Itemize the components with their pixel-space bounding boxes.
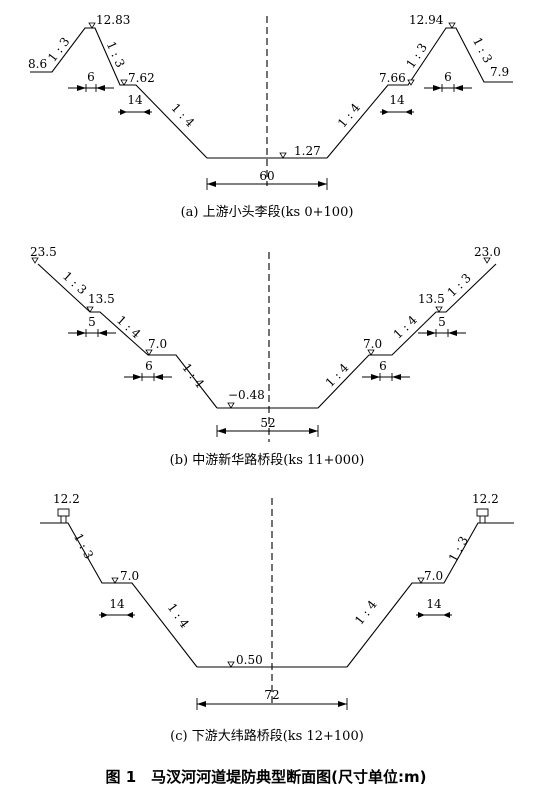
panel-b-elev-left-berm2: 13.5 (88, 292, 115, 306)
panel-a-dim-right-crest: 6 (424, 70, 472, 92)
panel-a-elev-left-crest: 12.83 (96, 13, 130, 27)
panel-c-dim-right-berm: 14 (416, 597, 452, 618)
panel-c-slope-label: 1 : 4 (165, 601, 192, 631)
panel-a-dim-left-crest: 6 (68, 70, 114, 92)
panel-b-dim-label: 6 (145, 359, 153, 373)
panel-a-marker (279, 152, 287, 159)
panel-a-elev-right-berm: 7.66 (379, 71, 406, 85)
panel-b-elev-right-berm1: 7.0 (363, 337, 382, 351)
panel-a-elev-left-berm: 7.62 (128, 71, 155, 85)
panel-b-caption: (b) 中游新华路桥段(ks 11+000) (170, 452, 365, 468)
panel-c-left-floodwall (57, 508, 70, 523)
panel-a-right-profile (326, 27, 513, 159)
panel-b-dim-bed: 52 (216, 416, 319, 437)
panel-b-elev-left-berm1: 7.0 (148, 337, 167, 351)
panel-c-dim-left-berm: 14 (99, 597, 135, 618)
panel-c-dim-label: 72 (264, 688, 279, 702)
panel-b-slope-label: 1 : 4 (179, 361, 207, 391)
panel-a-elev-left-outer: 8.6 (28, 57, 47, 71)
panel-c-marker (111, 577, 119, 584)
panel-b-marker (31, 257, 39, 264)
panel-a-elev-right-crest: 12.94 (409, 13, 444, 27)
panel-b-left-profile (37, 263, 218, 409)
panel-a-marker (120, 79, 128, 86)
panel-c-elev-bed: 0.50 (236, 653, 263, 667)
panel-a-marker (448, 22, 456, 29)
panel-a-dim-left-berm: 14 (118, 93, 152, 115)
panel-b-elev-left-outer: 23.5 (30, 245, 57, 259)
panel-b-dim-label: 6 (379, 359, 387, 373)
panel-b-dim-label: 5 (438, 315, 446, 329)
panel-c-caption: (c) 下游大纬路桥段(ks 12+100) (170, 728, 364, 744)
panel-c-elev-left-crest: 12.2 (53, 492, 80, 506)
panel-c-dim-label: 14 (426, 597, 442, 611)
panel-a-slope-label: 1 : 4 (168, 101, 197, 130)
panel-a-slope-label: 1 : 3 (104, 39, 128, 69)
panel-b-elev-right-berm2: 13.5 (418, 292, 445, 306)
panel-a-dim-label: 14 (127, 93, 143, 107)
panel-b-elev-right-outer: 23.0 (474, 245, 501, 259)
panel-a-left-profile (30, 27, 208, 159)
panel-b-slope-label: 1 : 4 (323, 360, 352, 389)
panel-a-dim-bed: 60 (206, 169, 328, 190)
panel-b-marker (435, 306, 443, 313)
panel-a-slope-label: 1 : 4 (335, 100, 363, 130)
panel-c-elev-left-berm: 7.0 (120, 569, 139, 583)
panel-a-slope-label: 1 : 3 (403, 41, 430, 71)
panel-a-caption: (a) 上游小头李段(ks 0+100) (181, 205, 354, 220)
panel-a-elev-right-outer: 7.9 (490, 65, 509, 79)
panel-b-right-profile (317, 263, 497, 409)
panel-a: 8.6 12.83 7.62 1.27 7.66 12.94 7.9 1 : 3… (28, 13, 513, 220)
panel-c-dim-bed: 72 (196, 688, 348, 710)
panel-a-dim-label: 14 (389, 93, 405, 107)
panel-b-dim-left-berm1: 6 (124, 359, 172, 381)
panel-c-dim-label: 14 (109, 597, 125, 611)
panel-a-dim-right-berm: 14 (380, 93, 414, 115)
panel-a-slope-label: 1 : 3 (470, 35, 495, 65)
panel-a-marker (88, 22, 96, 29)
panel-b-dim-right-berm2: 5 (418, 315, 466, 337)
panel-a-marker (407, 79, 415, 86)
panel-b-elev-bed: −0.48 (228, 388, 265, 402)
panel-b-marker (145, 349, 153, 356)
panel-b-dim-label: 52 (260, 416, 275, 430)
panel-b-slope-label: 1 : 3 (60, 269, 89, 297)
panel-b-dim-left-berm2: 5 (68, 315, 116, 337)
panel-c-elev-right-berm: 7.0 (424, 569, 443, 583)
panel-c-right-floodwall (476, 508, 489, 523)
panel-c-slope-label: 1 : 3 (446, 534, 471, 564)
panel-a-dim-label: 6 (444, 70, 452, 84)
panel-b-dim-label: 5 (88, 315, 96, 329)
panel-b: 23.5 13.5 7.0 −0.48 7.0 13.5 23.0 1 : 3 … (30, 245, 501, 468)
panel-b-marker (227, 402, 235, 409)
panel-b-slope-label: 1 : 3 (445, 271, 474, 300)
panel-a-dim-label: 60 (259, 169, 274, 183)
panel-a-elev-bed: 1.27 (294, 144, 321, 158)
panel-c-marker (227, 661, 235, 668)
panel-c-right-profile (346, 522, 514, 668)
panel-c-slope-label: 1 : 3 (71, 531, 96, 561)
panel-b-marker (367, 349, 375, 356)
panel-b-slope-label: 1 : 4 (391, 312, 420, 341)
panel-a-dim-label: 6 (87, 70, 95, 84)
panel-c-marker (417, 577, 425, 584)
panel-b-marker (86, 306, 94, 313)
figure-caption: 图 1 马汊河河道堤防典型断面图(尺寸单位:m) (105, 768, 426, 786)
panel-b-dim-right-berm1: 6 (362, 359, 410, 381)
panel-c-left-profile (40, 522, 198, 668)
panel-c-slope-label: 1 : 4 (352, 597, 380, 627)
panel-c-elev-right-crest: 12.2 (472, 492, 499, 506)
panel-c: 12.2 7.0 0.50 7.0 12.2 1 : 3 1 : 4 1 : 4… (40, 492, 514, 744)
panel-b-marker (483, 257, 491, 264)
